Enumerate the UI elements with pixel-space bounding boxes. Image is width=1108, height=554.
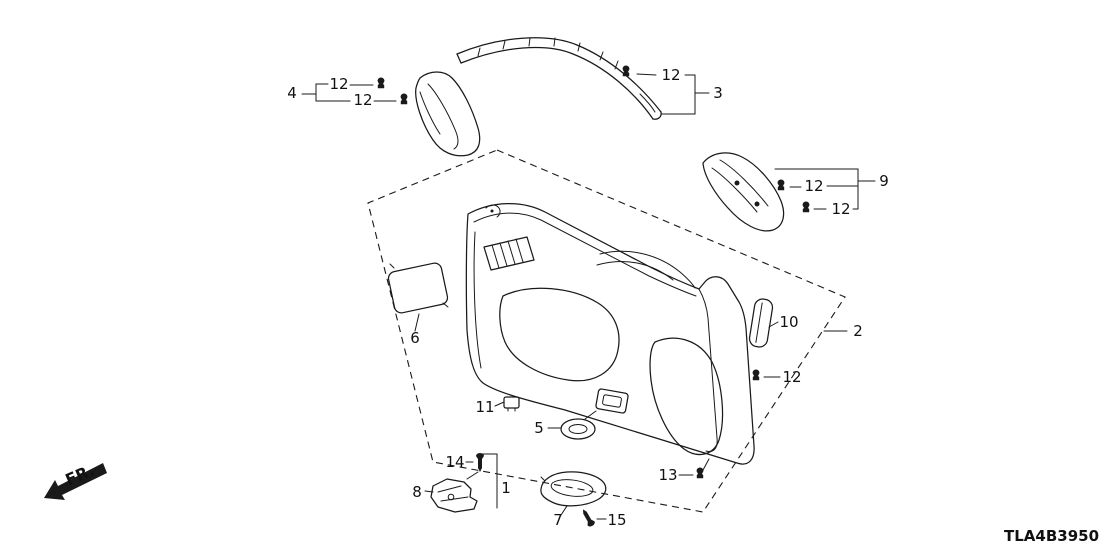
bracket-part-8 bbox=[430, 478, 478, 513]
callout-13-label: 13 bbox=[658, 466, 677, 484]
callout-12-label: 12 bbox=[782, 368, 801, 386]
upper-tailgate-garnish bbox=[456, 37, 662, 120]
leader-lines bbox=[301, 73, 876, 520]
callout-11-label: 11 bbox=[475, 398, 494, 416]
tailgate-lower-lining-panel bbox=[465, 203, 755, 465]
left-pillar-garnish bbox=[415, 71, 481, 157]
fr-direction-arrow: FR. bbox=[44, 460, 107, 500]
callout-9-label: 9 bbox=[879, 172, 889, 190]
callout-1-label: 1 bbox=[501, 479, 511, 497]
oval-cover-part-5 bbox=[560, 418, 596, 440]
clip-icon bbox=[777, 179, 785, 191]
callout-10-label: 10 bbox=[779, 313, 798, 331]
right-pillar-garnish bbox=[702, 152, 785, 232]
clip-icon bbox=[377, 77, 385, 89]
callout-7-label: 7 bbox=[553, 511, 563, 529]
callout-3-label: 3 bbox=[713, 84, 723, 102]
callout-12-label: 12 bbox=[831, 200, 850, 218]
callout-8-label: 8 bbox=[412, 483, 422, 501]
side-garnish-strip-part-10 bbox=[748, 298, 774, 348]
callout-12-label: 12 bbox=[353, 91, 372, 109]
cap-part-11 bbox=[503, 396, 520, 412]
clip-icon bbox=[802, 201, 810, 213]
clip-icon bbox=[696, 467, 704, 479]
handle-part-7 bbox=[540, 471, 607, 507]
clip-icon bbox=[400, 93, 408, 105]
screw-icon bbox=[579, 507, 596, 528]
pad-part-6 bbox=[387, 262, 449, 314]
callout-6-label: 6 bbox=[410, 329, 420, 347]
clip-icon bbox=[752, 369, 760, 381]
callout-5-label: 5 bbox=[534, 419, 544, 437]
callout-12-label: 12 bbox=[804, 177, 823, 195]
screw-icon bbox=[476, 453, 484, 472]
callout-2-label: 2 bbox=[853, 322, 863, 340]
clip-icon bbox=[622, 65, 630, 77]
callout-4-label: 4 bbox=[287, 84, 297, 102]
callout-12-label: 12 bbox=[661, 66, 680, 84]
callout-15-label: 15 bbox=[607, 511, 626, 529]
callout-14-label: 14 bbox=[445, 453, 464, 471]
drawing-code: TLA4B3950 bbox=[1004, 527, 1099, 545]
assembly-boundary-dashed-box bbox=[367, 149, 846, 513]
fr-label: FR. bbox=[63, 460, 98, 489]
callout-12-label: 12 bbox=[329, 75, 348, 93]
